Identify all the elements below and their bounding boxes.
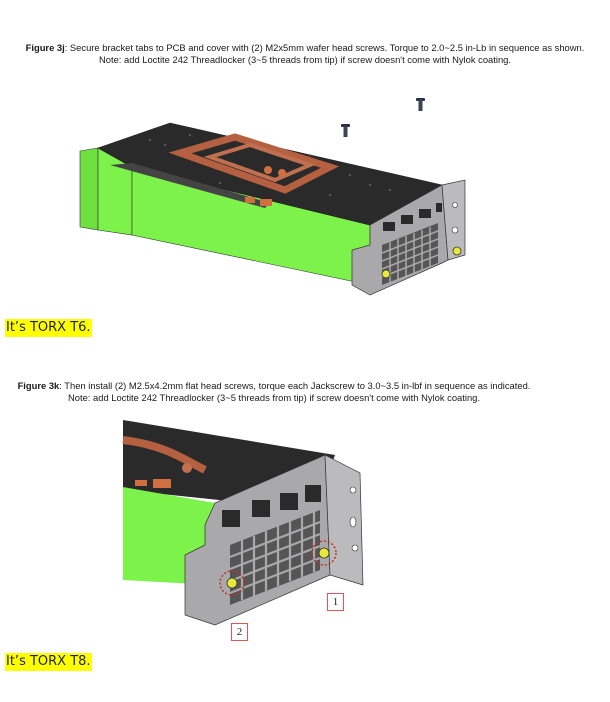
wafer-screw-icon (416, 98, 425, 111)
figure-3k-caption: Figure 3k: Then install (2) M2.5x4.2mm f… (14, 380, 534, 404)
sequence-highlight-circle (219, 570, 245, 596)
figure-3k-illustration (122, 420, 364, 626)
vent-grid (229, 510, 321, 605)
figure-3k-text: : Then install (2) M2.5x4.2mm flat head … (59, 380, 531, 403)
sequence-highlight-circle (311, 540, 337, 566)
sequence-label-2: 2 (231, 623, 248, 641)
jackscrew-icon (318, 547, 330, 559)
jackscrew-icon (226, 577, 238, 589)
figure-3j-label: Figure 3j (25, 42, 65, 53)
screw-hole-icon (381, 269, 391, 279)
wafer-screw-icon (341, 124, 350, 137)
figure-3j-text: : Secure bracket tabs to PCB and cover w… (64, 42, 585, 65)
vent-grid (381, 223, 439, 285)
figure-3j-illustration (79, 98, 466, 296)
torx-t6-note: It’s TORX T6. (5, 319, 92, 337)
sequence-label-1: 1 (327, 593, 344, 611)
screw-hole-icon (452, 246, 462, 256)
figure-3k-label: Figure 3k (17, 380, 60, 391)
figure-3j-caption: Figure 3j: Secure bracket tabs to PCB an… (20, 42, 590, 66)
torx-t8-note: It’s TORX T8. (5, 653, 92, 671)
